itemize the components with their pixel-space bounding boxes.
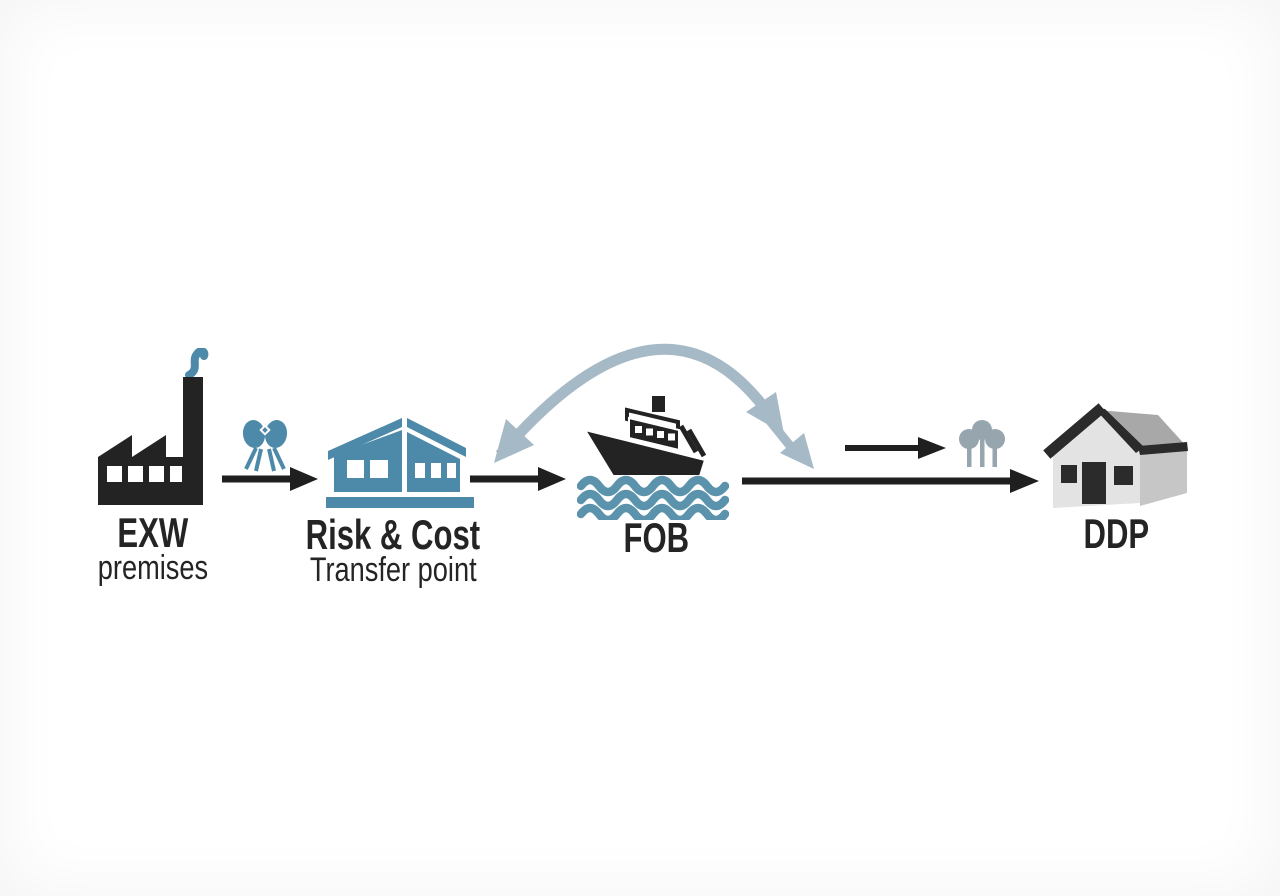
risk-cost-sublabel: Transfer point [309, 551, 477, 589]
arc-second-arrowhead [766, 418, 814, 469]
house-icon [1043, 403, 1188, 508]
trees-icon [959, 420, 1005, 467]
arc-left-arrowhead [494, 419, 534, 463]
ship-icon [577, 396, 729, 520]
exw-label: EXW [117, 509, 189, 556]
warehouse-icon [326, 418, 474, 508]
smoke-icon [185, 348, 209, 379]
arrow-fob-to-ddp [742, 469, 1039, 493]
handover-icon [242, 420, 288, 472]
ddp-label: DDP [1083, 510, 1149, 557]
arc-over-fob [494, 343, 814, 469]
arrow-fob-upper [845, 437, 946, 459]
arrow-exw-to-transfer [222, 467, 318, 491]
exw-sublabel: premises [97, 549, 209, 587]
fob-label: FOB [623, 514, 689, 561]
factory-icon [98, 348, 209, 505]
risk-cost-label: Risk & Cost [305, 511, 481, 558]
arrow-transfer-to-fob [470, 467, 566, 491]
